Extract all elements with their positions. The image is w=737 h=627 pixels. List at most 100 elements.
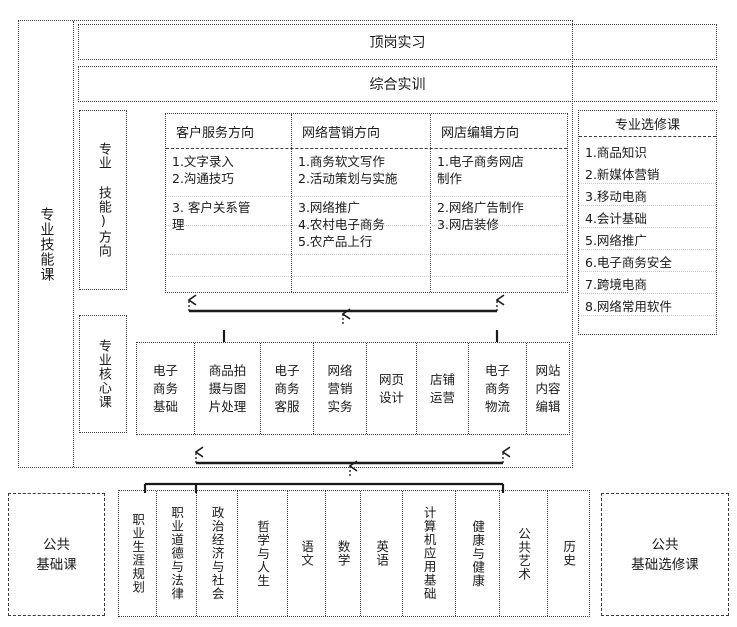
electives-container: [578, 110, 717, 335]
core-course-6[interactable]: 电子 商务 物流: [469, 343, 527, 434]
directions-row-guide-4: [166, 276, 567, 277]
elective-item-1: 2.新媒体营销: [585, 167, 660, 182]
public-elective-box: 公共 基础选修课: [601, 493, 729, 616]
core-course-3-line-1: 营销: [327, 380, 353, 396]
elective-guide-2: [579, 205, 716, 206]
elective-item-7: 8.网络常用软件: [585, 299, 672, 314]
core-course-5-line-1: 运营: [429, 389, 455, 405]
core-course-1-line-2: 片处理: [208, 398, 247, 414]
core-course-2[interactable]: 电子 商务 客服: [261, 343, 314, 434]
base-course-3-text: 哲学与人生: [255, 519, 271, 588]
electives-header: 专业选修课: [579, 111, 716, 137]
base-course-5-text: 数学: [335, 540, 351, 567]
core-course-2-line-2: 客服: [274, 398, 300, 414]
direction-header-2-text: 网店编辑方向: [441, 125, 520, 141]
core-course-6-line-0: 电子: [484, 362, 510, 378]
direction-item-2-0: 1.电子商务网店: [437, 154, 524, 169]
base-course-8[interactable]: 健康与健康: [456, 491, 500, 616]
directions-col-sep-2: [430, 114, 431, 292]
core-course-5-line-0: 店铺: [429, 371, 455, 387]
elective-item-5: 6.电子商务安全: [585, 255, 672, 270]
core-course-0-line-0: 电子: [152, 362, 178, 378]
direction-header-1-text: 网络营销方向: [302, 125, 381, 141]
directions-row-guide-2: [166, 225, 567, 226]
base-course-1-text: 职业道德与法律: [169, 506, 185, 601]
base-course-10[interactable]: 历史: [548, 491, 589, 616]
base-course-9[interactable]: 公共艺术: [500, 491, 548, 616]
base-course-0[interactable]: 职业生涯规划: [119, 491, 157, 616]
core-course-6-line-1: 商务: [484, 380, 510, 396]
directions-col-sep-1: [291, 114, 292, 292]
public-elective-line-0: 公共: [651, 536, 679, 553]
elective-item-2: 3.移动电商: [585, 189, 647, 204]
elective-guide-7: [579, 315, 716, 316]
electives-list: 1.商品知识 2.新媒体营销 3.移动电商 4.会计基础 5.网络推广 6.电子…: [579, 139, 716, 333]
core-course-0-line-2: 基础: [152, 398, 178, 414]
top-bar-zonghe-label: 综合实训: [369, 77, 426, 93]
core-course-6-line-2: 物流: [484, 398, 510, 414]
core-course-3-line-0: 网络: [327, 362, 353, 378]
public-base-line-0: 公共: [43, 536, 70, 553]
direction-item-1-0: 1.商务软文写作: [298, 154, 385, 169]
base-course-3[interactable]: 哲学与人生: [238, 491, 288, 616]
base-course-9-text: 公共艺术: [516, 526, 532, 581]
base-course-6-text: 英语: [374, 540, 390, 567]
core-course-label-text: 专业核心课: [95, 339, 111, 409]
base-course-10-text: 历史: [561, 540, 577, 567]
base-course-7-text: 计算机应用基础: [421, 506, 437, 601]
core-course-5[interactable]: 店铺 运营: [417, 343, 469, 434]
direction-items-2: 1.电子商务网店 制作 2.网络广告制作 3.网店装修: [431, 150, 567, 292]
elective-item-0: 1.商品知识: [585, 145, 647, 160]
base-course-1[interactable]: 职业道德与法律: [157, 491, 197, 616]
direction-item-2-3: 3.网店装修: [437, 217, 499, 232]
top-bar-dinggang-label: 顶岗实习: [369, 35, 426, 51]
top-bar-zonghe[interactable]: 综合实训: [78, 66, 717, 102]
direction-item-0-3: 理: [172, 217, 185, 232]
base-course-4-text: 语文: [299, 540, 315, 567]
core-course-1-line-0: 商品拍: [208, 362, 247, 378]
base-course-7[interactable]: 计算机应用基础: [403, 491, 456, 616]
base-course-5[interactable]: 数学: [326, 491, 361, 616]
core-course-7-line-2: 编辑: [535, 398, 561, 414]
base-course-0-text: 职业生涯规划: [130, 513, 146, 594]
direction-item-2-2: 2.网络广告制作: [437, 200, 524, 215]
public-base-line-1: 基础课: [36, 556, 77, 573]
direction-header-0: 客户服务方向: [166, 114, 291, 148]
base-course-6[interactable]: 英语: [361, 491, 403, 616]
direction-item-0-2: 3. 客户关系管: [172, 200, 251, 215]
core-course-0[interactable]: 电子 商务 基础: [137, 343, 195, 434]
elective-item-4: 5.网络推广: [585, 233, 647, 248]
elective-guide-3: [579, 227, 716, 228]
public-base-box: 公共 基础课: [8, 493, 105, 616]
core-course-7[interactable]: 网站 内容 编辑: [527, 343, 569, 434]
public-elective-line-1: 基础选修课: [631, 556, 699, 573]
core-course-4[interactable]: 网页 设计: [367, 343, 417, 434]
direction-header-2: 网店编辑方向: [431, 114, 567, 148]
elective-guide-4: [579, 249, 716, 250]
elective-item-6: 7.跨境电商: [585, 277, 647, 292]
core-course-7-line-1: 内容: [535, 380, 561, 396]
direction-item-2-1: 制作: [437, 171, 463, 186]
core-course-7-line-0: 网站: [535, 362, 561, 378]
direction-item-1-3: 4.农村电子商务: [298, 217, 385, 232]
direction-item-1-2: 3.网络推广: [298, 200, 360, 215]
electives-header-text: 专业选修课: [614, 118, 680, 133]
direction-item-1-4: 5.农产品上行: [298, 234, 373, 249]
core-course-3[interactable]: 网络 营销 实务: [314, 343, 367, 434]
top-bar-dinggang[interactable]: 顶岗实习: [78, 24, 717, 60]
skill-course-vertical-label-text: 专业技能课: [38, 206, 55, 282]
direction-item-0-1: 2.沟通技巧: [172, 171, 234, 186]
base-course-4[interactable]: 语文: [288, 491, 326, 616]
directions-header-separator: [166, 148, 567, 149]
core-course-2-line-1: 商务: [274, 380, 300, 396]
core-courses-row: [136, 342, 570, 435]
core-course-4-line-1: 设计: [378, 389, 404, 405]
base-course-2[interactable]: 政治经济与社会: [197, 491, 238, 616]
skill-label-divider: [73, 21, 74, 467]
elective-guide-1: [579, 183, 716, 184]
core-course-label-box: 专业核心课: [79, 315, 127, 433]
direction-item-1-1: 2.活动策划与实施: [298, 171, 398, 186]
core-course-2-line-0: 电子: [274, 362, 300, 378]
core-course-1[interactable]: 商品拍 摄与图 片处理: [195, 343, 261, 434]
